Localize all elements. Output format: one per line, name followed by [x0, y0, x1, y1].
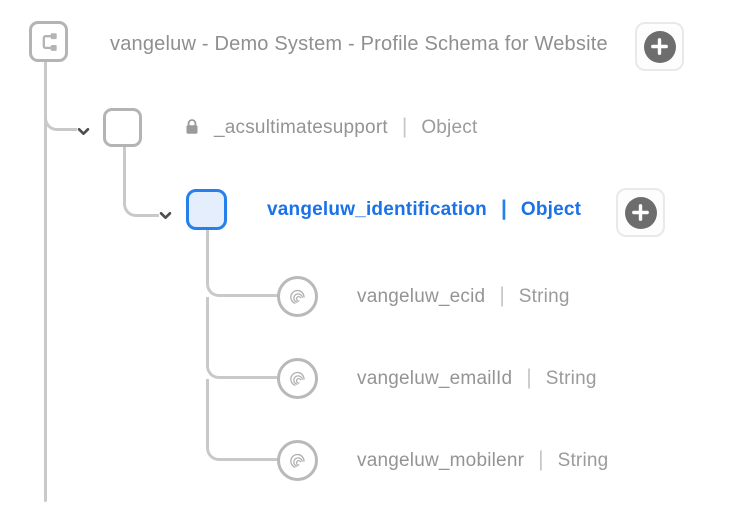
fingerprint-icon — [287, 286, 309, 308]
selected-node-label-row[interactable]: vangeluw_identification | Object — [267, 189, 581, 230]
schema-title[interactable]: vangeluw - Demo System - Profile Schema … — [110, 32, 608, 55]
schema-root-node-box[interactable] — [29, 21, 68, 62]
node-label: vangeluw_identification — [267, 198, 487, 220]
tree-connector-elbow — [123, 147, 159, 217]
schema-icon — [38, 31, 60, 53]
chevron-down-icon[interactable] — [158, 208, 173, 223]
tree-connector-elbow — [206, 379, 278, 461]
add-field-button-root[interactable] — [635, 22, 684, 71]
leaf-node-vangeluw-emailid[interactable] — [277, 358, 318, 399]
selected-node-box[interactable] — [186, 189, 227, 230]
node-label: vangeluw_ecid — [357, 285, 486, 307]
lock-icon — [184, 118, 200, 135]
node-type: String — [557, 449, 609, 471]
type-separator: | — [526, 365, 532, 389]
plus-icon — [643, 30, 676, 63]
leaf-label-row[interactable]: vangeluw_ecid | String — [357, 276, 570, 317]
plus-icon — [624, 196, 657, 229]
tree-connector-elbow — [206, 230, 278, 297]
node-type: String — [518, 285, 570, 307]
object-node-label-row[interactable]: _acsultimatesupport | Object — [184, 108, 477, 147]
node-label: _acsultimatesupport — [214, 116, 388, 138]
leaf-label-row[interactable]: vangeluw_mobilenr | String — [357, 440, 608, 481]
node-type: Object — [520, 198, 582, 220]
node-label: vangeluw_mobilenr — [357, 449, 525, 471]
object-node-box[interactable] — [103, 108, 142, 147]
type-separator: | — [499, 283, 505, 307]
node-label: vangeluw_emailId — [357, 367, 513, 389]
chevron-down-icon[interactable] — [76, 124, 91, 139]
type-separator: | — [401, 114, 408, 138]
type-separator: | — [538, 447, 544, 471]
fingerprint-icon — [287, 368, 309, 390]
tree-connector-elbow — [44, 90, 77, 131]
leaf-node-vangeluw-ecid[interactable] — [277, 276, 318, 317]
leaf-node-vangeluw-mobilenr[interactable] — [277, 440, 318, 481]
node-type: Object — [421, 116, 478, 138]
tree-connector-root-vertical — [44, 61, 47, 502]
type-separator: | — [500, 196, 507, 220]
add-field-button-selected[interactable] — [616, 188, 665, 237]
tree-connector-elbow — [206, 297, 278, 379]
fingerprint-icon — [287, 450, 309, 472]
leaf-label-row[interactable]: vangeluw_emailId | String — [357, 358, 597, 399]
node-type: String — [545, 367, 597, 389]
